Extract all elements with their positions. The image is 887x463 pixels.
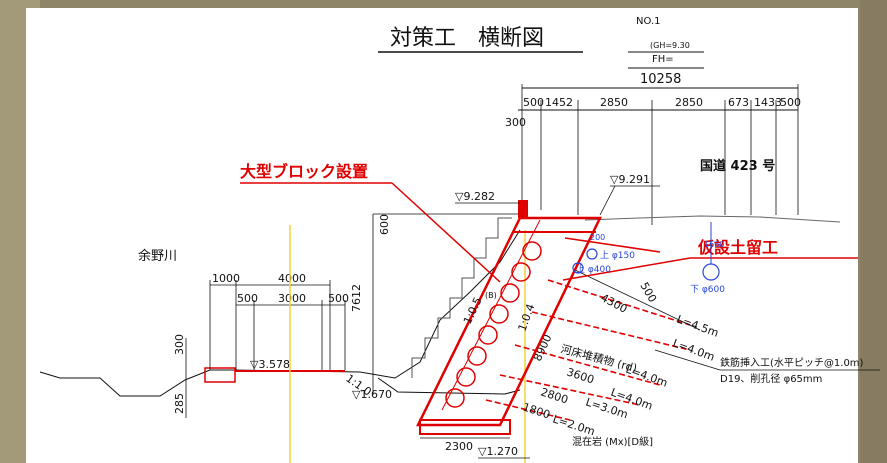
dim-300v: 300 xyxy=(173,334,186,355)
ground-base xyxy=(377,377,521,395)
dim-300: 300 xyxy=(505,116,526,129)
dim-1660: 1660 xyxy=(704,240,724,249)
drawing-sheet xyxy=(26,8,858,463)
dim-3000: 3000 xyxy=(278,292,306,305)
callout-block-leader xyxy=(391,182,501,283)
dim-7612: 7612 xyxy=(350,284,363,312)
anchor-group xyxy=(485,237,691,421)
level-water: ▽3.578 xyxy=(250,358,290,371)
anchor-1 xyxy=(547,279,691,326)
pipe-200-label: 200 xyxy=(590,233,605,242)
pipe-400 xyxy=(572,262,584,274)
photo-right-strip xyxy=(860,0,887,463)
note-mx: 混在岩 (Mx)[D級] xyxy=(572,435,653,448)
block-wall-outline xyxy=(415,216,602,427)
anchor-5 xyxy=(485,399,571,421)
road-label: 国道 423 号 xyxy=(700,158,775,174)
drawing-title: 対策工 横断図 xyxy=(390,26,544,51)
level-bottom: ▽1.270 xyxy=(478,445,518,458)
dim-500c: 500 xyxy=(237,292,258,305)
sheet-gh: (GH=9.30 xyxy=(650,41,690,50)
dim-total: 10258 xyxy=(640,72,681,87)
rebar-leader xyxy=(654,349,721,371)
dim-500a: 500 xyxy=(523,96,544,109)
anchor-3 xyxy=(514,344,661,386)
note-b: (B) xyxy=(485,291,497,300)
level-crest-right: ▽9.291 xyxy=(610,173,650,186)
note-rebar: 鉄筋挿入工(水平ピッチ@1.0m) xyxy=(720,356,864,369)
dim-285v: 285 xyxy=(173,393,186,414)
sheet-no: NO.1 xyxy=(636,16,661,27)
footing xyxy=(419,419,511,435)
block-circle-3 xyxy=(467,346,487,366)
anchor-4 xyxy=(499,374,641,406)
level-crest-left: ▽9.282 xyxy=(455,190,495,203)
anchor-2 xyxy=(531,311,691,351)
block-marker xyxy=(518,200,528,218)
level-base: ▽1.670 xyxy=(352,388,392,401)
pipe-600-label: 下 φ600 xyxy=(690,285,725,295)
block-circle-1 xyxy=(445,388,465,408)
river-label: 余野川 xyxy=(138,248,177,264)
dim-2300: 2300 xyxy=(445,440,473,453)
dim-2850a: 2850 xyxy=(600,96,628,109)
dim-4000: 4000 xyxy=(278,272,306,285)
dim-1433: 1433 xyxy=(754,96,782,109)
ground-edge xyxy=(39,371,61,379)
dim-500d: 500 xyxy=(328,292,349,305)
level-crest-right-leader xyxy=(599,185,616,216)
note-rebar-2: D19、削孔径 φ65mm xyxy=(720,372,822,385)
dim-500b: 500 xyxy=(780,96,801,109)
block-circle-2 xyxy=(456,367,476,387)
sheet-fh: FH= xyxy=(652,54,674,65)
dim-line-4300 xyxy=(574,269,701,331)
block-wall xyxy=(415,200,602,427)
callout-block: 大型ブロック設置 xyxy=(240,162,368,181)
callout-retaining-leader xyxy=(562,257,691,281)
block-circle-5 xyxy=(489,304,509,324)
callout-retaining: 仮設土留工 xyxy=(697,238,778,257)
stepped-slope xyxy=(411,217,512,378)
dim-673: 673 xyxy=(728,96,749,109)
block-circle-7 xyxy=(511,262,531,282)
pipe-150 xyxy=(586,248,598,260)
block-circle-4 xyxy=(478,325,498,345)
pipe-150-label: 上 φ150 xyxy=(600,250,635,261)
pipe-400-label: 上 φ400 xyxy=(576,264,611,275)
block-circle-6 xyxy=(500,283,520,303)
block-circles xyxy=(445,241,542,408)
road-surface xyxy=(584,215,841,223)
anchor-0 xyxy=(564,237,661,253)
dim-1000: 1000 xyxy=(212,272,240,285)
river-box xyxy=(204,367,236,383)
dim-600v: 600 xyxy=(378,214,391,235)
dim-1452: 1452 xyxy=(545,96,573,109)
dim-2850b: 2850 xyxy=(675,96,703,109)
block-circle-8 xyxy=(522,241,542,261)
